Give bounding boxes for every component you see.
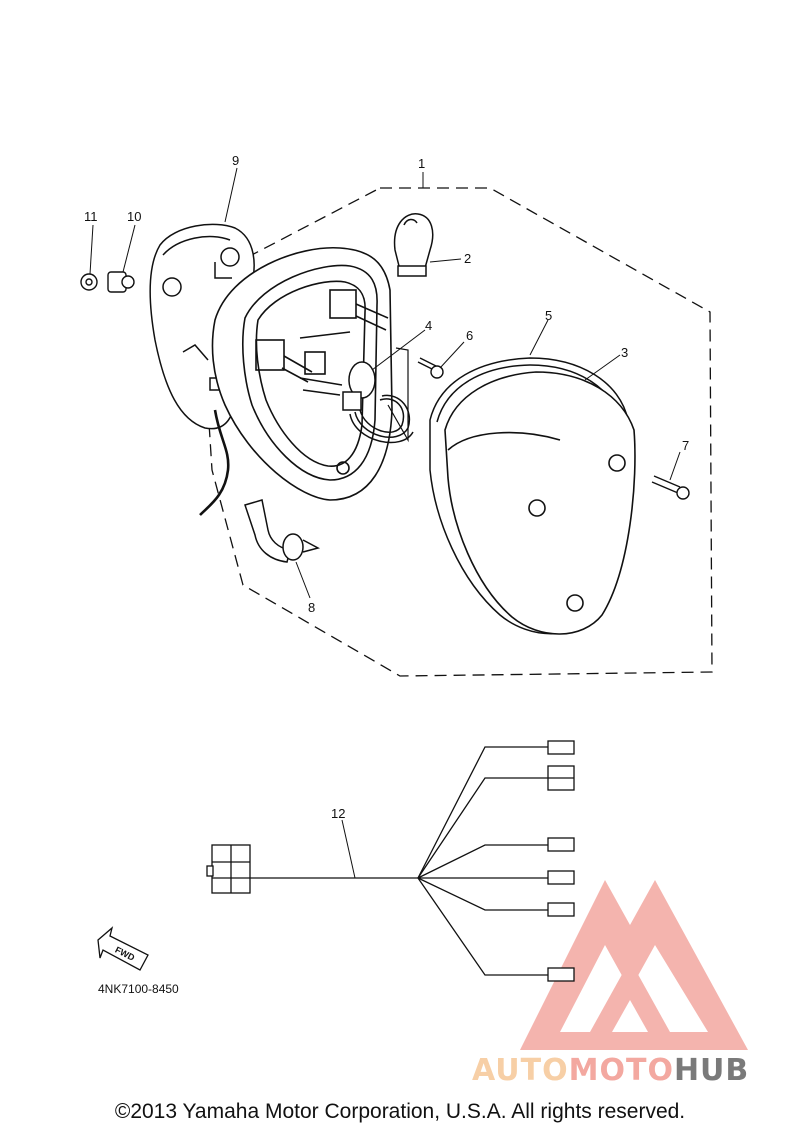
callout-6: 6 [466, 328, 473, 343]
brand-part-1: AUTO [472, 1053, 569, 1088]
grommet [244, 499, 321, 563]
brand-part-3: HUB [673, 1053, 750, 1088]
watermark-brand: AUTOMOTOHUB [472, 1053, 749, 1088]
callout-5: 5 [545, 308, 552, 323]
callout-4: 4 [425, 318, 432, 333]
screw-small [417, 357, 444, 379]
callout-1: 1 [418, 156, 425, 171]
callout-2: 2 [464, 251, 471, 266]
nut [80, 273, 98, 291]
callout-8: 8 [308, 600, 315, 615]
collar [107, 271, 135, 293]
screw-long [651, 475, 690, 500]
callout-12: 12 [331, 806, 345, 821]
bulb [393, 213, 434, 277]
callout-7: 7 [682, 438, 689, 453]
tail-light-housing [199, 247, 393, 516]
assembly-boundary [199, 187, 713, 677]
callout-10: 10 [127, 209, 141, 224]
socket-wire [299, 347, 414, 444]
watermark-logo-icon [520, 880, 748, 1050]
forward-arrow-icon: FWD [97, 926, 149, 971]
leader-lines [89, 167, 681, 879]
brand-part-2: MOTO [568, 1053, 674, 1088]
part-code: 4NK7100-8450 [98, 982, 179, 996]
callout-9: 9 [232, 153, 239, 168]
callout-11: 11 [84, 209, 98, 224]
callout-3: 3 [621, 345, 628, 360]
copyright-notice: ©2013 Yamaha Motor Corporation, U.S.A. A… [114, 1100, 686, 1123]
wire-harness [206, 740, 575, 982]
lens-cover [444, 371, 636, 635]
